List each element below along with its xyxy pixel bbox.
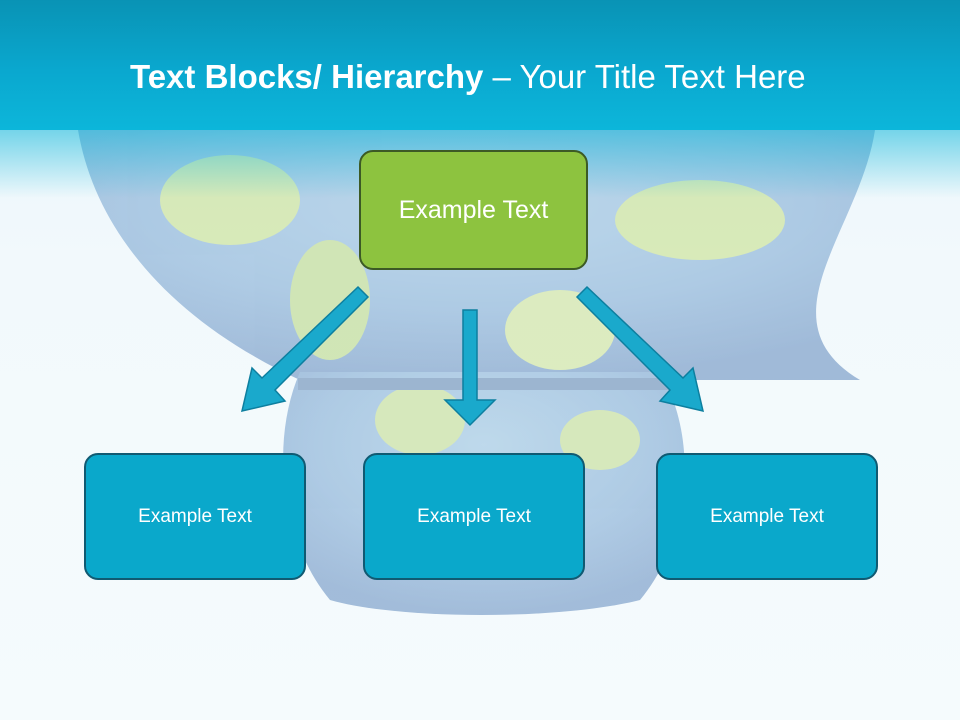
arrow-right (575, 285, 705, 413)
slide-title-bold: Text Blocks/ Hierarchy (130, 58, 484, 95)
child-text-block-2: Example Text (363, 453, 585, 580)
child-text-block-3: Example Text (656, 453, 878, 580)
title-bar (0, 0, 960, 130)
root-text-label: Example Text (398, 195, 549, 224)
slide-title-separator: – (483, 58, 520, 95)
child-text-label-1: Example Text (138, 505, 252, 527)
slide-title: Text Blocks/ Hierarchy – Your Title Text… (130, 58, 930, 96)
slide-title-rest: Your Title Text Here (519, 58, 806, 95)
child-text-label-3: Example Text (710, 505, 824, 527)
child-text-label-2: Example Text (417, 505, 531, 527)
arrow-left (240, 285, 370, 413)
arrow-center (443, 309, 497, 427)
root-text-block: Example Text (359, 150, 588, 270)
child-text-block-1: Example Text (84, 453, 306, 580)
